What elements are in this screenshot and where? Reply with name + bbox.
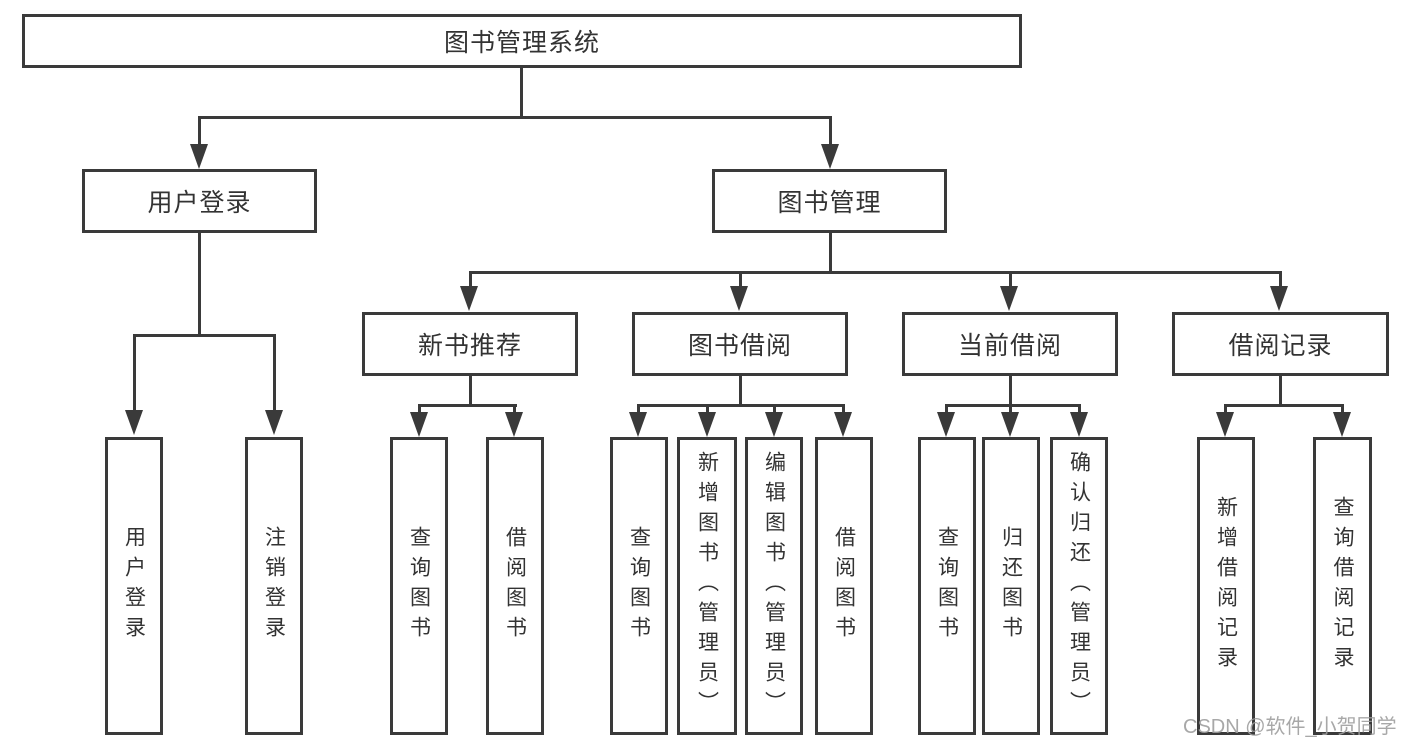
edge-drop xyxy=(706,404,709,414)
arrow-down-icon xyxy=(834,412,852,437)
edge-drop xyxy=(842,404,845,414)
leaf-add-books-admin: 新增图书（管理员） xyxy=(677,437,737,735)
arrow-down-icon xyxy=(937,412,955,437)
arrow-down-icon xyxy=(1216,412,1234,437)
node-borrowing-records: 借阅记录 xyxy=(1172,312,1389,376)
arrow-down-icon xyxy=(1000,286,1018,311)
arrow-down-icon xyxy=(629,412,647,437)
edge-drop-new-book xyxy=(469,271,472,287)
edge-drop xyxy=(637,404,640,414)
arrow-down-icon xyxy=(1070,412,1088,437)
node-new-book-recommendation: 新书推荐 xyxy=(362,312,578,376)
node-user-login: 用户登录 xyxy=(82,169,317,233)
leaf-query-books-borrowing: 查询图书 xyxy=(610,437,668,735)
leaf-query-books-current: 查询图书 xyxy=(918,437,976,735)
arrow-down-icon xyxy=(505,412,523,437)
edge-book-borrowing-stem xyxy=(739,376,742,407)
arrow-down-icon xyxy=(265,410,283,435)
edge-drop xyxy=(418,404,421,414)
edge-borrowing-records-rail xyxy=(1224,404,1344,407)
arrow-down-icon xyxy=(460,286,478,311)
leaf-edit-books-admin: 编辑图书（管理员） xyxy=(745,437,803,735)
edge-new-book-rail xyxy=(418,404,517,407)
edge-drop-user-login xyxy=(198,116,201,146)
leaf-label: 查询图书 xyxy=(935,526,959,646)
edge-root-stem xyxy=(520,67,523,117)
edge-drop-leaf-logout xyxy=(273,334,276,410)
node-current-borrowing: 当前借阅 xyxy=(902,312,1118,376)
leaf-logout: 注销登录 xyxy=(245,437,303,735)
edge-drop xyxy=(1078,404,1081,414)
arrow-down-icon xyxy=(698,412,716,437)
arrow-down-icon xyxy=(190,144,208,169)
leaf-query-borrow-record: 查询借阅记录 xyxy=(1313,437,1372,735)
edge-level3-rail xyxy=(469,271,1282,274)
node-label: 当前借阅 xyxy=(957,332,1062,360)
node-book-management: 图书管理 xyxy=(712,169,947,233)
leaf-confirm-return-admin: 确认归还（管理员） xyxy=(1050,437,1108,735)
node-label: 用户登录 xyxy=(147,189,252,217)
arrow-down-icon xyxy=(1270,286,1288,311)
node-label: 图书管理系统 xyxy=(443,29,600,57)
edge-user-login-stem xyxy=(198,233,201,337)
node-label: 借阅记录 xyxy=(1228,332,1333,360)
arrow-down-icon xyxy=(730,286,748,311)
leaf-borrow-books-recommend: 借阅图书 xyxy=(486,437,544,735)
leaf-label: 编辑图书（管理员） xyxy=(762,451,786,721)
edge-level2-rail xyxy=(198,116,832,119)
leaf-return-books: 归还图书 xyxy=(982,437,1040,735)
leaf-label: 注销登录 xyxy=(262,526,286,646)
csdn-watermark: CSDN @软件_小贺同学 xyxy=(1183,716,1397,738)
arrow-down-icon xyxy=(765,412,783,437)
edge-drop xyxy=(1341,404,1344,414)
leaf-label: 新增图书（管理员） xyxy=(695,451,719,721)
leaf-label: 查询图书 xyxy=(627,526,651,646)
node-label: 新书推荐 xyxy=(417,332,522,360)
edge-drop-borrowing-records xyxy=(1279,271,1282,287)
edge-current-borrowing-stem xyxy=(1009,376,1012,407)
leaf-add-borrow-record: 新增借阅记录 xyxy=(1197,437,1255,735)
edge-book-management-stem xyxy=(829,233,832,274)
edge-current-borrowing-rail xyxy=(945,404,1081,407)
edge-drop-leaf-user-login xyxy=(133,334,136,410)
leaf-label: 用户登录 xyxy=(122,526,146,646)
leaf-label: 借阅图书 xyxy=(503,526,527,646)
edge-user-login-rail xyxy=(133,334,276,337)
node-label: 图书借阅 xyxy=(687,332,792,360)
leaf-user-login: 用户登录 xyxy=(105,437,163,735)
arrow-down-icon xyxy=(1333,412,1351,437)
node-book-borrowing: 图书借阅 xyxy=(632,312,848,376)
leaf-label: 确认归还（管理员） xyxy=(1067,451,1091,721)
leaf-label: 归还图书 xyxy=(999,526,1023,646)
edge-drop-current-borrowing xyxy=(1009,271,1012,287)
edge-drop xyxy=(513,404,516,414)
edge-drop xyxy=(945,404,948,414)
leaf-label: 查询借阅记录 xyxy=(1331,496,1354,676)
arrow-down-icon xyxy=(821,144,839,169)
arrow-down-icon xyxy=(125,410,143,435)
edge-new-book-stem xyxy=(469,376,472,407)
leaf-borrow-books-borrowing: 借阅图书 xyxy=(815,437,873,735)
leaf-label: 新增借阅记录 xyxy=(1214,496,1238,676)
edge-drop xyxy=(1009,404,1012,414)
arrow-down-icon xyxy=(410,412,428,437)
node-library-system: 图书管理系统 xyxy=(22,14,1022,68)
arrow-down-icon xyxy=(1001,412,1019,437)
leaf-label: 借阅图书 xyxy=(832,526,856,646)
leaf-label: 查询图书 xyxy=(407,526,431,646)
edge-drop xyxy=(773,404,776,414)
edge-borrowing-records-stem xyxy=(1279,376,1282,407)
leaf-query-books-recommend: 查询图书 xyxy=(390,437,448,735)
node-label: 图书管理 xyxy=(777,189,882,217)
edge-drop-book-borrowing xyxy=(739,271,742,287)
edge-drop-book-management xyxy=(829,116,832,146)
edge-drop xyxy=(1224,404,1227,414)
edge-book-borrowing-rail xyxy=(637,404,845,407)
